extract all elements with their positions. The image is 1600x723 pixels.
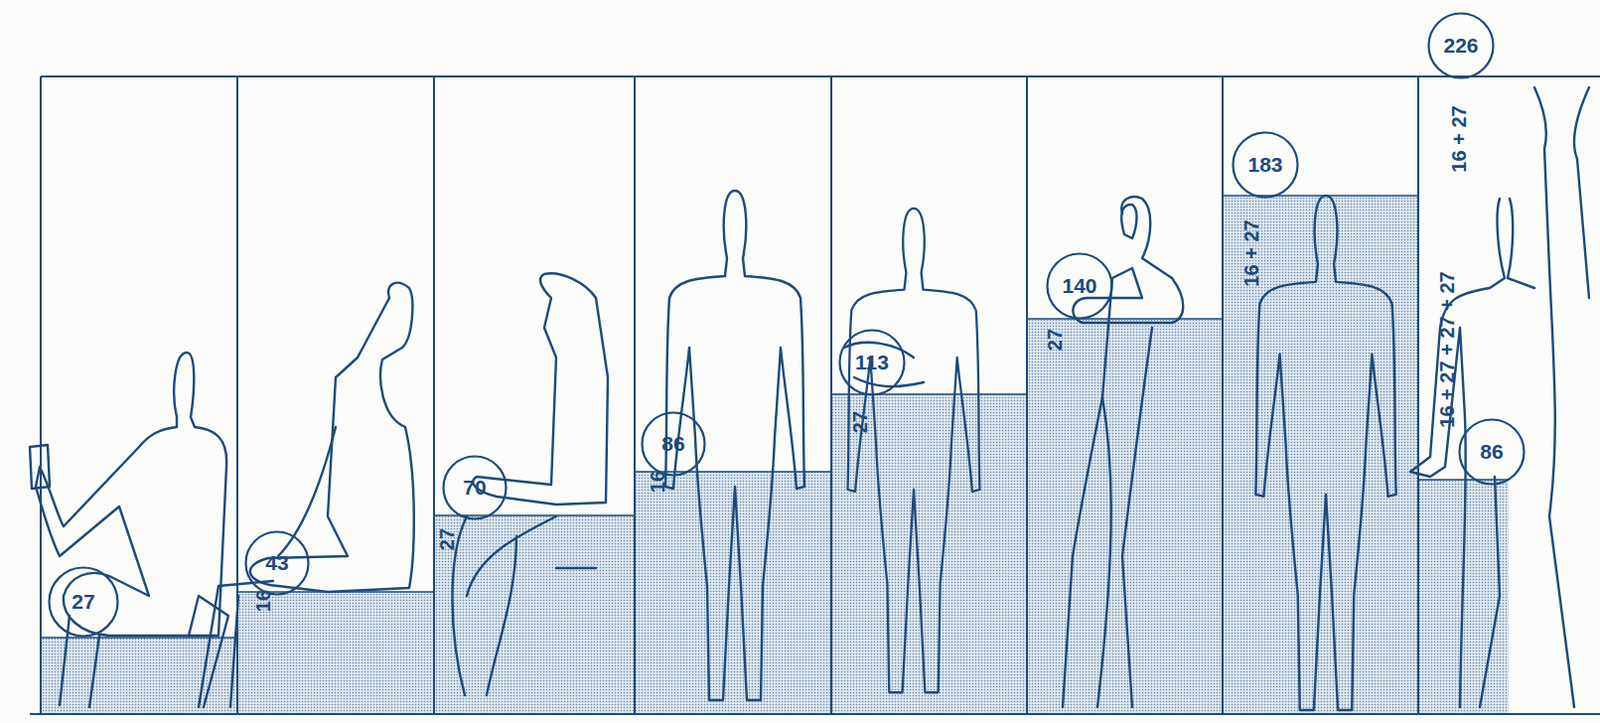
circled-number: 70 bbox=[441, 454, 508, 521]
callout-number: 86 bbox=[1479, 439, 1503, 464]
dimension-label: 27 bbox=[849, 411, 873, 434]
frame-lines bbox=[29, 76, 1600, 715]
circled-number: 113 bbox=[838, 328, 906, 397]
callout-number: 70 bbox=[462, 475, 486, 500]
step-lines bbox=[40, 195, 1509, 638]
circled-number: 140 bbox=[1045, 252, 1114, 320]
callout-number: 113 bbox=[855, 350, 889, 375]
circled-number: 43 bbox=[244, 530, 310, 596]
callout-number: 86 bbox=[661, 432, 685, 456]
callout-number: 140 bbox=[1061, 274, 1097, 298]
circled-number: 86 bbox=[640, 411, 707, 477]
callout-number: 27 bbox=[71, 589, 95, 614]
dimension-label: 16 bbox=[646, 470, 670, 493]
callout-number: 183 bbox=[1247, 152, 1283, 177]
circled-number: 226 bbox=[1427, 11, 1495, 80]
callout-number: 226 bbox=[1443, 33, 1478, 58]
dimension-label: 16 + 27 bbox=[1448, 105, 1471, 172]
dimension-label: 27 bbox=[436, 528, 459, 551]
human-figures bbox=[29, 87, 1590, 711]
dimension-label: 16 + 27 bbox=[1240, 219, 1264, 287]
callout-number: 43 bbox=[265, 551, 289, 576]
circled-number: 183 bbox=[1231, 131, 1300, 199]
dimension-label: 16 bbox=[252, 589, 276, 612]
dimension-label: 16 + 27 + 27 + 27 bbox=[1436, 271, 1459, 428]
circled-number: 27 bbox=[47, 566, 120, 638]
circled-number: 86 bbox=[1457, 418, 1526, 486]
dimension-label: 27 bbox=[1043, 328, 1067, 351]
